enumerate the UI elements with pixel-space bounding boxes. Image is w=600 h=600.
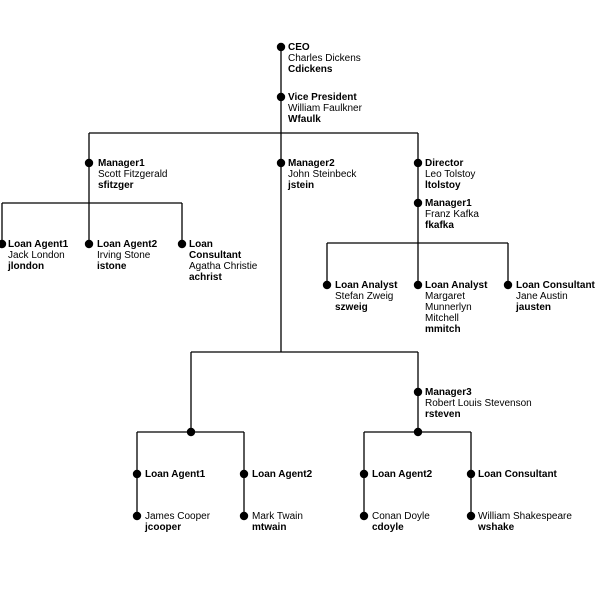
node-loan-analyst-zweig: Loan Analyst Stefan Zweig szweig <box>335 280 397 313</box>
node-manager1: Manager1 Scott Fitzgerald sfitzger <box>98 158 167 191</box>
node-dot-loan-agent1-b-end <box>132 511 142 521</box>
node-dot-loan-analyst-a <box>322 280 332 290</box>
node-dot-loan-consultant-b <box>503 280 513 290</box>
node-loan-agent2-twain: Loan Agent2 <box>252 469 312 480</box>
node-dot-manager3 <box>413 387 423 397</box>
node-userid: mtwain <box>252 522 287 533</box>
node-manager1-kafka: Manager1 Franz Kafka fkafka <box>425 198 479 231</box>
node-dot-loan-agent2-c <box>359 469 369 479</box>
node-role: Vice President <box>288 92 357 103</box>
node-userid: jlondon <box>8 261 45 272</box>
node-userid: mmitch <box>425 324 461 335</box>
node-loan-agent1-london: Loan Agent1 Jack London jlondon <box>8 239 68 272</box>
node-person: Mark Twain <box>252 511 303 522</box>
node-dot-loan-agent2-a <box>84 239 94 249</box>
node-userid: szweig <box>335 302 368 313</box>
node-role: CEO <box>288 42 310 53</box>
node-dot-director <box>413 158 423 168</box>
node-role: Loan Consultant <box>516 280 595 291</box>
node-userid: jcooper <box>145 522 182 533</box>
node-role: Loan Agent1 <box>145 469 206 480</box>
node-role: Loan Agent2 <box>372 469 433 480</box>
node-role: Loan Analyst <box>335 280 398 291</box>
node-userid: sfitzger <box>98 180 134 191</box>
node-role: Loan Agent1 <box>8 239 69 250</box>
node-dot-manager2 <box>276 158 286 168</box>
node-dot-loan-analyst-b <box>413 280 423 290</box>
node-ceo: CEO Charles Dickens Cdickens <box>288 42 361 75</box>
node-person: Stefan Zweig <box>335 291 394 302</box>
node-userid: jausten <box>516 302 552 313</box>
node-role: Manager1 <box>425 198 472 209</box>
node-vice-president: Vice President William Faulkner Wfaulk <box>288 92 362 125</box>
node-person: Irving Stone <box>97 250 151 261</box>
node-dot-loan-agent1-b <box>132 469 142 479</box>
node-dot-loan-consultant-c <box>466 469 476 479</box>
node-loan-agent2-twain-details: Mark Twain mtwain <box>252 511 303 533</box>
node-userid: achrist <box>189 272 222 283</box>
node-dot-loan-agent2-c-end <box>359 511 369 521</box>
node-loan-analyst-mitchell: Loan Analyst Margaret Munnerlyn Mitchell… <box>425 280 503 335</box>
node-userid: ltolstoy <box>425 180 461 191</box>
node-person: James Cooper <box>145 511 211 522</box>
node-dot-ceo <box>276 42 286 52</box>
node-role: Director <box>425 158 464 169</box>
node-userid: Cdickens <box>288 64 333 75</box>
node-loan-agent1-cooper: Loan Agent1 <box>145 469 205 480</box>
node-loan-consultant-shakespeare-details: William Shakespeare wshake <box>478 511 572 533</box>
node-role: Loan Agent2 <box>252 469 313 480</box>
node-role: Loan Agent2 <box>97 239 158 250</box>
node-person: Franz Kafka <box>425 209 479 220</box>
node-loan-agent2-stone: Loan Agent2 Irving Stone istone <box>97 239 157 272</box>
node-person: Jack London <box>8 250 65 261</box>
node-role: Loan Consultant <box>189 239 242 261</box>
node-person: Conan Doyle <box>372 511 430 522</box>
node-userid: jstein <box>288 180 315 191</box>
node-userid: wshake <box>478 522 515 533</box>
node-role: Manager3 <box>425 387 472 398</box>
node-dot-junction-left-lower <box>186 427 196 437</box>
node-dot-loan-agent2-b-end <box>239 511 249 521</box>
node-userid: rsteven <box>425 409 461 420</box>
node-loan-consultant-shakespeare: Loan Consultant <box>478 469 557 480</box>
node-person: William Shakespeare <box>478 511 572 522</box>
node-role: Loan Consultant <box>478 469 557 480</box>
node-person: Scott Fitzgerald <box>98 169 168 180</box>
node-manager3: Manager3 Robert Louis Stevenson rsteven <box>425 387 532 420</box>
node-person: Jane Austin <box>516 291 568 302</box>
node-dot-manager1b <box>413 198 423 208</box>
node-role: Manager2 <box>288 158 335 169</box>
node-role: Manager1 <box>98 158 145 169</box>
node-loan-agent2-doyle-details: Conan Doyle cdoyle <box>372 511 430 533</box>
node-dot-loan-consultant-a <box>177 239 187 249</box>
node-dot-manager1 <box>84 158 94 168</box>
node-director: Director Leo Tolstoy ltolstoy <box>425 158 475 191</box>
node-dot-loan-agent1-a <box>0 239 7 249</box>
node-person: Robert Louis Stevenson <box>425 398 532 409</box>
node-loan-agent1-cooper-details: James Cooper jcooper <box>145 511 210 533</box>
node-manager2: Manager2 John Steinbeck jstein <box>288 158 356 191</box>
node-person: Agatha Christie <box>189 261 258 272</box>
node-dot-junction-right-lower <box>413 427 423 437</box>
node-person: Charles Dickens <box>288 53 361 64</box>
node-role: Loan Analyst <box>425 280 488 291</box>
node-userid: cdoyle <box>372 522 404 533</box>
node-userid: istone <box>97 261 127 272</box>
node-dot-loan-agent2-b <box>239 469 249 479</box>
node-dot-loan-consultant-c-end <box>466 511 476 521</box>
node-person: William Faulkner <box>288 103 362 114</box>
node-userid: Wfaulk <box>288 114 321 125</box>
node-loan-agent2-doyle: Loan Agent2 <box>372 469 432 480</box>
node-person: John Steinbeck <box>288 169 357 180</box>
node-person: Margaret Munnerlyn Mitchell <box>425 291 472 324</box>
node-userid: fkafka <box>425 220 454 231</box>
node-person: Leo Tolstoy <box>425 169 476 180</box>
node-loan-consultant-christie: Loan Consultant Agatha Christie achrist <box>189 239 267 283</box>
node-loan-consultant-austin: Loan Consultant Jane Austin jausten <box>516 280 595 313</box>
node-dot-vp <box>276 92 286 102</box>
